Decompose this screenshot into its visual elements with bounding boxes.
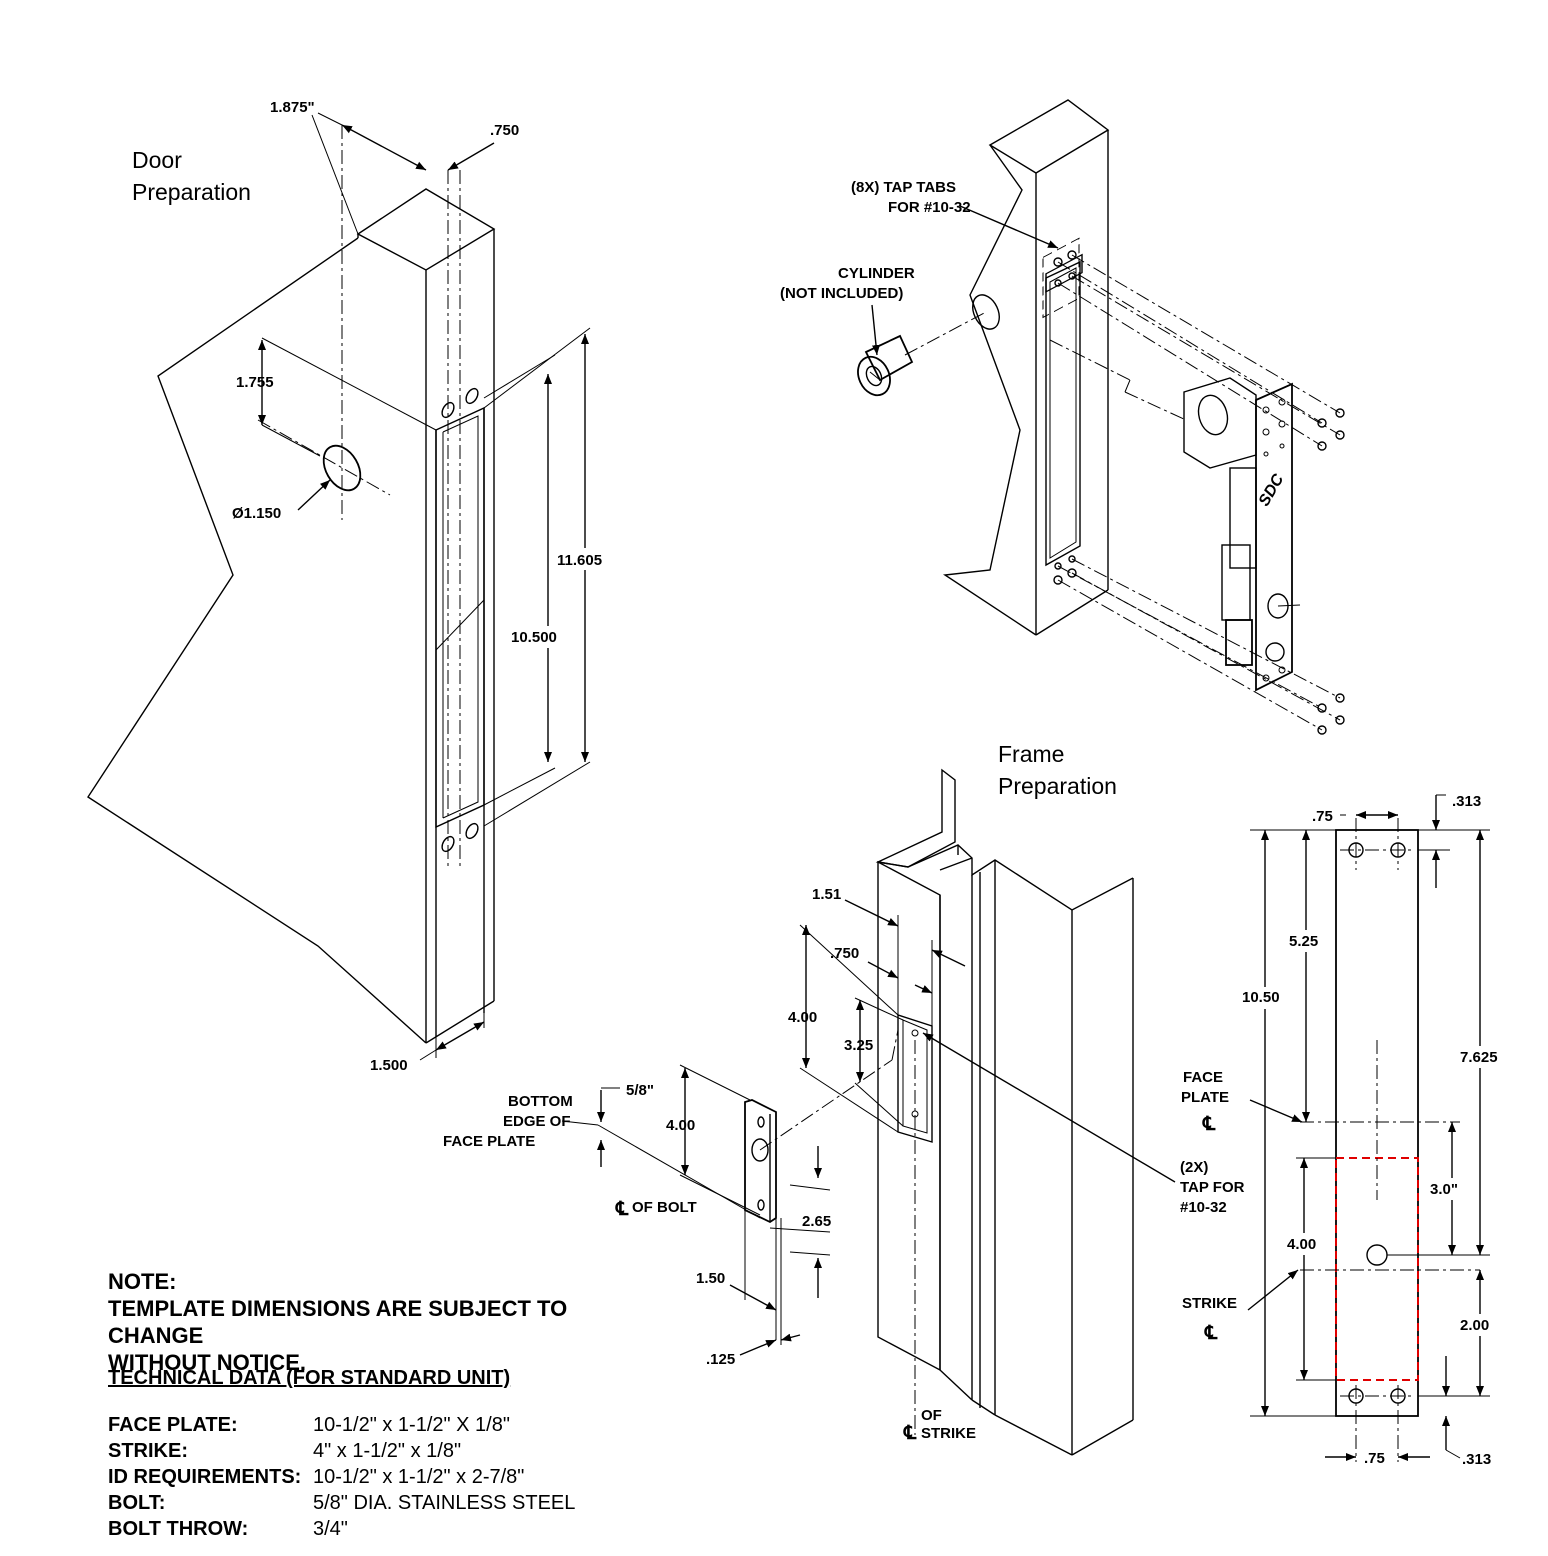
cl-strike-label-line2: STRIKE: [921, 1425, 976, 1442]
dim-10500: 10.500: [511, 629, 557, 646]
tech-label: BOLT THROW:: [108, 1518, 249, 1540]
tech-value: 4" x 1-1/2" x 1/8": [313, 1440, 462, 1462]
cl-bolt-symbol: ℄: [615, 1199, 629, 1220]
dim-dia-1150: Ø1.150: [232, 505, 281, 522]
tech-row: STRIKE: 4" x 1-1/2" x 1/8": [108, 1440, 575, 1466]
tap-tabs-label-line1: (8X) TAP TABS: [851, 179, 956, 196]
technical-data-table: FACE PLATE: 10-1/2" x 1-1/2" X 1/8" STRI…: [108, 1414, 575, 1544]
dim-200: 2.00: [1460, 1317, 1489, 1334]
cylinder-label-line2: (NOT INCLUDED): [780, 285, 903, 302]
tech-value: 5/8" DIA. STAINLESS STEEL: [313, 1492, 576, 1514]
door-view-title-line1: Door: [132, 147, 182, 173]
bottom-edge-label-line2: EDGE OF: [503, 1113, 571, 1130]
cylinder-label-line1: CYLINDER: [838, 265, 915, 282]
tap-tabs-label-line2: FOR #10-32: [888, 199, 971, 216]
cylinder-part: [857, 334, 914, 397]
door-view-title-line2: Preparation: [132, 179, 251, 205]
tech-label: BOLT:: [108, 1492, 166, 1514]
tap-label-line3: #10-32: [1180, 1199, 1227, 1216]
dim-400-strike: 4.00: [666, 1117, 695, 1134]
face-plate-label-line2: PLATE: [1181, 1089, 1229, 1106]
tech-value: 10-1/2" x 1-1/2" x 2-7/8": [313, 1466, 525, 1488]
strike-label: STRIKE: [1182, 1295, 1237, 1312]
dim-1500: 1.500: [370, 1057, 408, 1074]
dim-313-top: .313: [1452, 793, 1481, 810]
dim-525: 5.25: [1289, 933, 1318, 950]
strike-plate-part: [744, 1099, 777, 1224]
dim-11605: 11.605: [557, 552, 602, 569]
tap-label-line1: (2X): [1180, 1159, 1208, 1176]
face-plate-cl-symbol: ℄: [1202, 1114, 1216, 1135]
dim-1050: 10.50: [1242, 989, 1280, 1006]
dim-325: 3.25: [844, 1037, 873, 1054]
tech-value: 10-1/2" x 1-1/2" X 1/8": [313, 1414, 510, 1436]
frame-preparation-view: Frame Preparation ℄ OF STRIKE: [443, 741, 1245, 1456]
bottom-edge-label-line3: FACE PLATE: [443, 1133, 535, 1150]
dim-400-template: 4.00: [1287, 1236, 1316, 1253]
note-line-1: TEMPLATE DIMENSIONS ARE SUBJECT TO CHANG…: [108, 1296, 568, 1348]
dim-750-frame: .750: [830, 945, 859, 962]
dim-400-frame: 4.00: [788, 1009, 817, 1026]
dim-5-8: 5/8": [626, 1082, 654, 1099]
door-preparation-view: Door Preparation 1.875" .750: [87, 99, 610, 1074]
tech-label: FACE PLATE:: [108, 1414, 238, 1436]
dim-1875: 1.875": [270, 99, 315, 116]
strike-cl-symbol: ℄: [1204, 1323, 1218, 1344]
dim-750-door: .750: [490, 122, 519, 139]
note-heading: NOTE:: [108, 1269, 177, 1294]
cl-strike-symbol: ℄: [903, 1423, 917, 1444]
template-view: .75 .313 10.50 5.25 7.625 FACE PLATE ℄ 3…: [1181, 793, 1513, 1468]
template-note: NOTE: TEMPLATE DIMENSIONS ARE SUBJECT TO…: [108, 1268, 668, 1376]
tap-label-line2: TAP FOR: [1180, 1179, 1245, 1196]
dim-1755: 1.755: [236, 374, 274, 391]
dim-125: .125: [706, 1351, 735, 1368]
dim-150: 1.50: [696, 1270, 725, 1287]
bottom-edge-label-line1: BOTTOM: [508, 1093, 573, 1110]
dim-075-top: .75: [1312, 808, 1333, 825]
frame-view-title-line1: Frame: [998, 741, 1064, 767]
tech-value: 3/4": [313, 1518, 348, 1540]
dim-7625: 7.625: [1460, 1049, 1498, 1066]
face-plate-label-line1: FACE: [1183, 1069, 1223, 1086]
dim-075-bottom: .75: [1364, 1450, 1385, 1467]
tech-label: STRIKE:: [108, 1440, 188, 1462]
tech-row: BOLT THROW: 3/4": [108, 1518, 575, 1544]
cl-strike-label-line1: OF: [921, 1407, 942, 1424]
tech-row: FACE PLATE: 10-1/2" x 1-1/2" X 1/8": [108, 1414, 575, 1440]
sdc-logo: SDC: [1256, 471, 1288, 509]
dim-30: 3.0": [1430, 1181, 1458, 1198]
tech-label: ID REQUIREMENTS:: [108, 1466, 302, 1488]
frame-view-title-line2: Preparation: [998, 773, 1117, 799]
tech-row: ID REQUIREMENTS: 10-1/2" x 1-1/2" x 2-7/…: [108, 1466, 575, 1492]
technical-data-title: TECHNICAL DATA (FOR STANDARD UNIT): [108, 1367, 511, 1389]
dim-151: 1.51: [812, 886, 841, 903]
tech-row: BOLT: 5/8" DIA. STAINLESS STEEL: [108, 1492, 575, 1518]
cl-bolt-label: OF BOLT: [632, 1199, 697, 1216]
dim-313-bottom: .313: [1462, 1451, 1491, 1468]
dim-265: 2.65: [802, 1213, 831, 1230]
exploded-assembly-view: SDC (8X) TAP TABS FOR #10-32 CYLINDER: [780, 99, 1345, 735]
screws: [1317, 408, 1345, 735]
note-line-2: WITHOUT NOTICE.: [108, 1350, 306, 1375]
